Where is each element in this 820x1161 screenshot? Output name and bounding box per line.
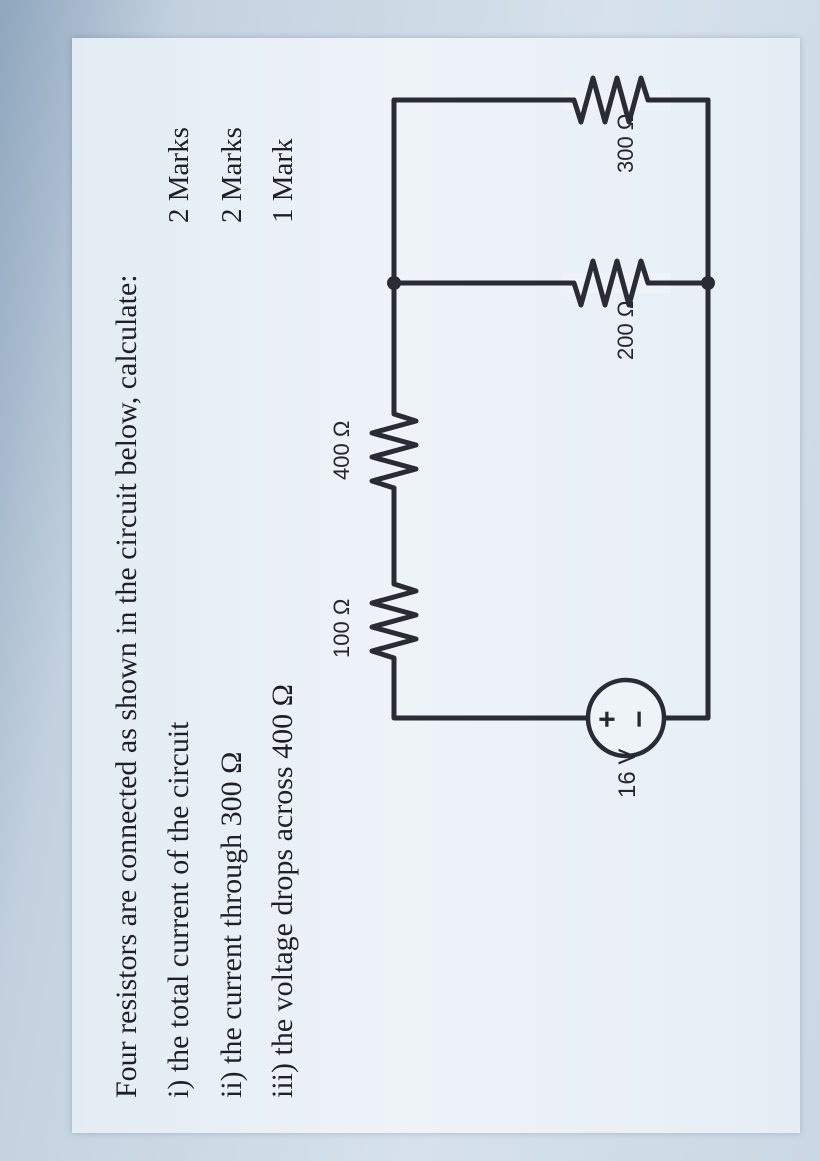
junction-bottom	[701, 276, 715, 290]
resistor-400-symbol	[369, 395, 419, 498]
source-minus-sign: −	[623, 710, 656, 728]
junction-top	[387, 276, 401, 290]
wire-bottom-rail	[398, 97, 711, 721]
voltage-source-icon	[585, 677, 667, 759]
resistor-200-symbol	[558, 258, 674, 308]
resistor-300-label: 300 Ω	[613, 113, 638, 173]
question-sheet	[72, 38, 800, 1133]
wire-source-to-r1	[391, 670, 404, 721]
source-voltage-label: 16 V	[614, 748, 641, 798]
resistor-100-symbol	[369, 565, 419, 676]
circuit-diagram	[369, 75, 715, 759]
rotated-document: Four resistors are connected as shown in…	[76, 43, 796, 1128]
source-plus-sign: +	[591, 710, 624, 728]
resistor-100-label: 100 Ω	[329, 598, 354, 658]
resistor-300-symbol	[558, 75, 674, 125]
resistor-200-label: 200 Ω	[613, 300, 638, 360]
resistor-400-label: 400 Ω	[329, 420, 354, 480]
